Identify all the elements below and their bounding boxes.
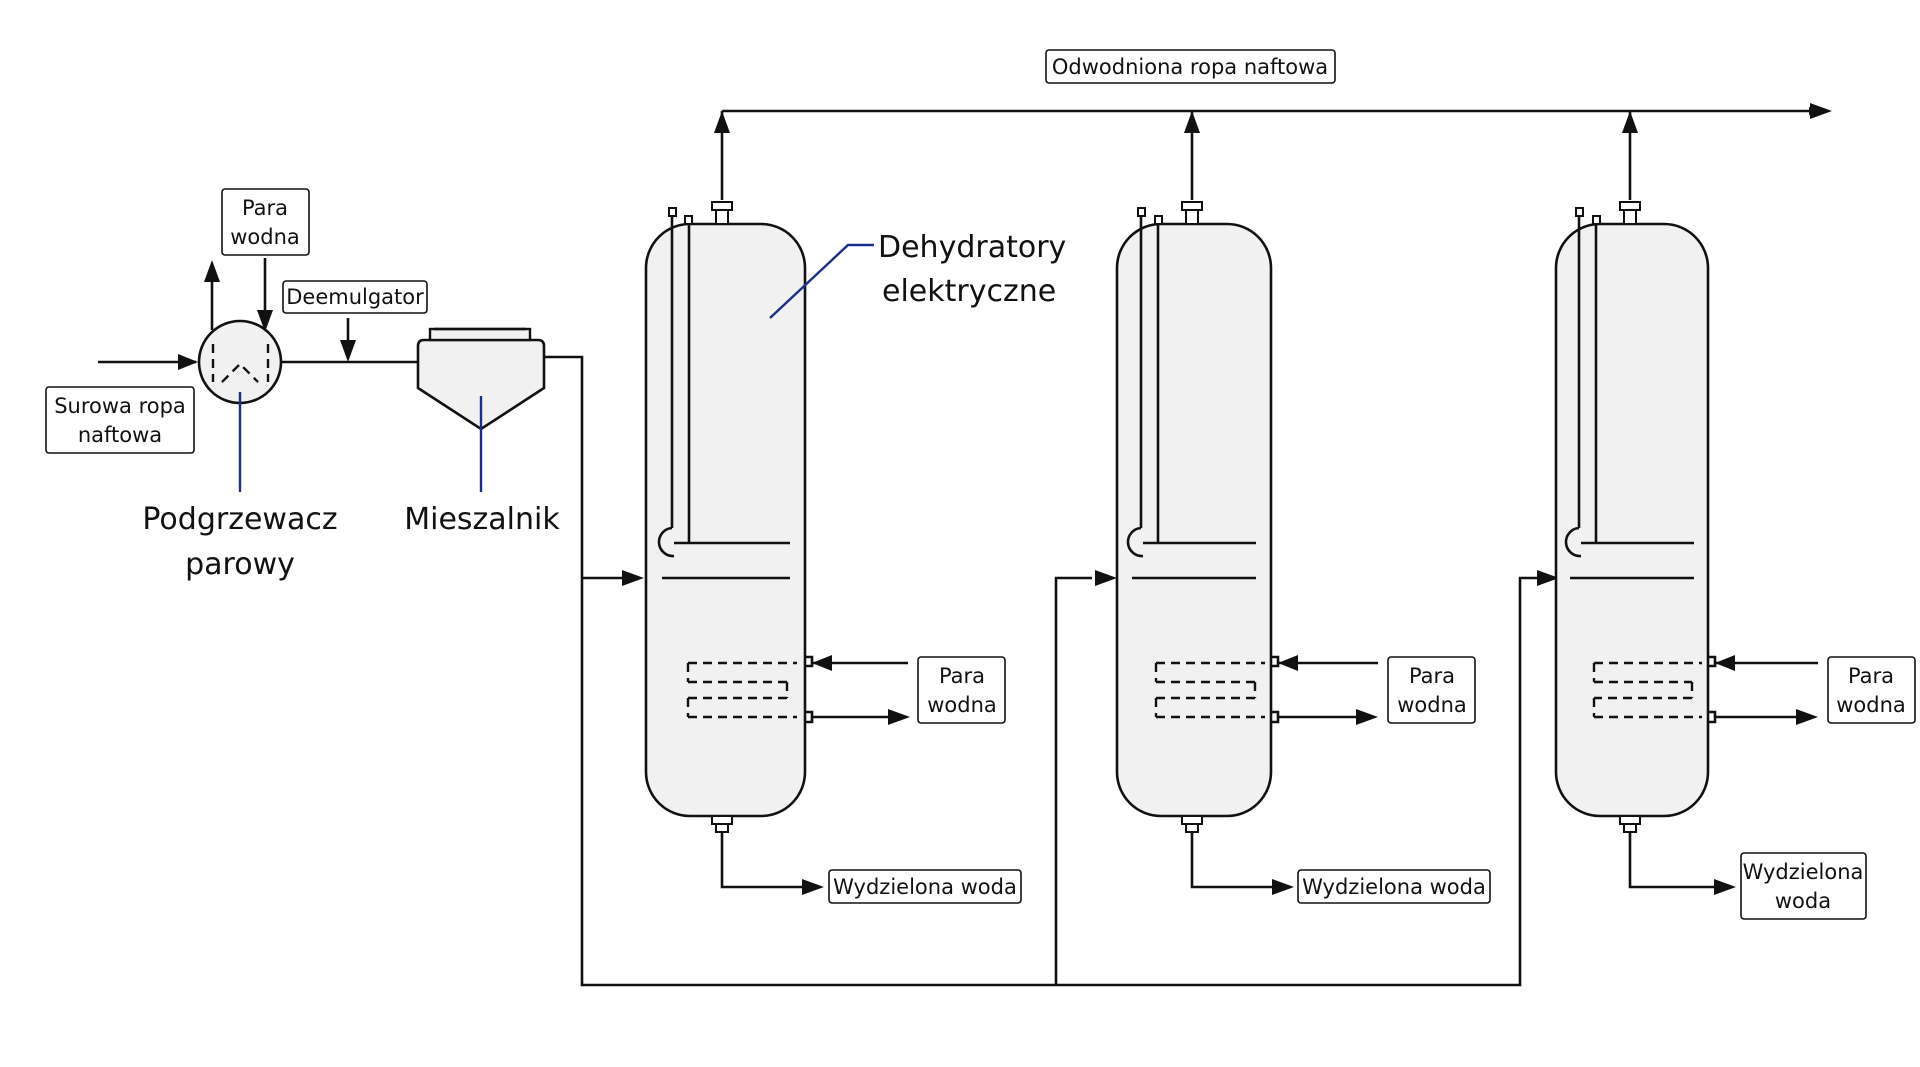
heater-steam-label-line2: wodna	[230, 225, 300, 249]
dehydrator-3-steam-label: Para wodna	[1827, 656, 1916, 724]
dehydrator-2-water-label: Wydzielona woda	[1297, 869, 1491, 904]
dehydrator-3-water-line2: woda	[1775, 889, 1831, 913]
dehydrator-1-water-label: Wydzielona woda	[828, 869, 1022, 904]
mixer-name: Mieszalnik	[404, 502, 560, 537]
dehydrator-2-water-text: Wydzielona woda	[1302, 875, 1486, 899]
dehydrators-callout: Dehydratory elektryczne	[769, 230, 1066, 319]
heater-name-line1: Podgrzewacz	[142, 502, 337, 537]
dehydrator-3-water-label: Wydzielona woda	[1740, 852, 1867, 920]
dehydrator-2	[1115, 201, 1378, 895]
dehydrator-2-steam-label: Para wodna	[1387, 656, 1476, 724]
dehydrator-3	[1554, 201, 1818, 895]
dehydrator-1-steam-line2: wodna	[927, 693, 997, 717]
dehydrators-name-line1: Dehydratory	[878, 230, 1066, 265]
dehydrator-1-water-text: Wydzielona woda	[833, 875, 1017, 899]
distribution-piping	[544, 355, 1562, 987]
dewatered-oil-text: Odwodniona ropa naftowa	[1052, 55, 1328, 79]
crude-oil-label-line1: Surowa ropa	[54, 394, 186, 418]
steam-heater: Para wodna Podgrzewacz parowy	[142, 188, 338, 582]
dehydrator-3-steam-line1: Para	[1848, 664, 1894, 688]
dehydrators-name-line2: elektryczne	[882, 274, 1056, 309]
dehydrator-3-steam-line2: wodna	[1836, 693, 1906, 717]
dehydrator-3-water-line1: Wydzielona	[1743, 860, 1864, 884]
dehydrator-1-steam-label: Para wodna	[917, 656, 1006, 724]
crude-oil-label-line2: naftowa	[78, 423, 162, 447]
dehydrator-1	[644, 201, 910, 895]
heater-name-line2: parowy	[185, 547, 295, 582]
dehydrator-1-steam-line1: Para	[939, 664, 985, 688]
heater-steam-label-line1: Para	[242, 196, 288, 220]
dehydrator-2-steam-line1: Para	[1409, 664, 1455, 688]
mixer: Mieszalnik	[404, 327, 560, 537]
crude-oil-feed: Surowa ropa naftowa	[45, 354, 198, 454]
demulsifier-injection: Deemulgator	[281, 280, 428, 364]
dehydrator-2-steam-line2: wodna	[1397, 693, 1467, 717]
demulsifier-text: Deemulgator	[286, 285, 424, 309]
dewatered-oil-header	[714, 103, 1832, 200]
dewatered-oil-label: Odwodniona ropa naftowa	[1045, 49, 1336, 84]
